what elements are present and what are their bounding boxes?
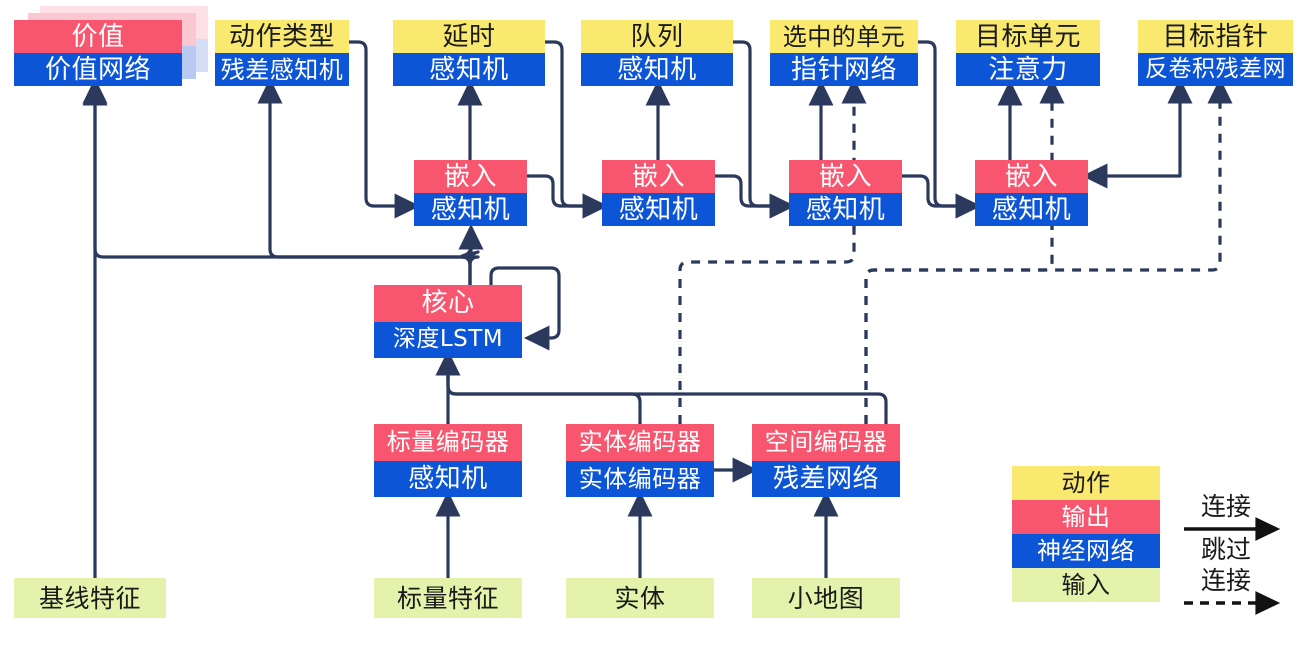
node-entity_enc[interactable]: 实体编码器实体编码器 (566, 424, 714, 497)
node-queued-top-label: 队列 (581, 20, 733, 53)
node-selected-bottom-label: 指针网络 (770, 53, 918, 86)
node-emb4-top-label: 嵌入 (975, 160, 1088, 193)
node-queued-bottom-label: 感知机 (581, 53, 733, 86)
node-target_unit[interactable]: 目标单元注意力 (956, 20, 1100, 86)
legend-network: 神经网络 (1012, 534, 1160, 568)
node-emb2-bottom-label: 感知机 (602, 193, 715, 226)
node-entity_enc-top-label: 实体编码器 (566, 424, 714, 461)
node-emb2-top-label: 嵌入 (602, 160, 715, 193)
node-target_unit-top-label: 目标单元 (956, 20, 1100, 53)
skip-spatial-to-target-pointer (864, 96, 1222, 424)
wire-emb2-to-emb3 (715, 174, 796, 219)
node-target_point-bottom-label: 反卷积残差网 (1138, 53, 1293, 86)
node-emb1-bottom-label: 感知机 (414, 193, 527, 226)
node-scalar_enc-top-label: 标量编码器 (374, 424, 522, 461)
skip-spatial-to-target-unit (864, 96, 1054, 424)
node-selected[interactable]: 选中的单元指针网络 (770, 20, 918, 86)
node-emb1[interactable]: 嵌入感知机 (414, 160, 527, 226)
legend-input: 输入 (1012, 568, 1160, 602)
wire-core-elbow-stub (461, 240, 480, 285)
legend-connection-label: 连接 (1200, 492, 1251, 521)
node-spatial_enc-bottom-label: 残差网络 (752, 460, 900, 497)
node-target_point[interactable]: 目标指针反卷积残差网 (1138, 20, 1293, 86)
node-value[interactable]: 价值价值网络 (14, 20, 182, 86)
legend-action: 动作 (1012, 466, 1160, 500)
node-emb3-bottom-label: 感知机 (789, 193, 902, 226)
wire-core-elbow-stub2 (460, 236, 480, 263)
node-action_type-bottom-label: 残差感知机 (215, 53, 349, 86)
node-value-bottom-label: 价值网络 (14, 53, 182, 86)
node-scalar_enc-bottom-label: 感知机 (374, 460, 522, 497)
node-emb3[interactable]: 嵌入感知机 (789, 160, 902, 226)
wire-emb1-to-emb2 (527, 174, 609, 219)
input-node-minimap[interactable]: 小地图 (752, 578, 900, 618)
node-action_type-top-label: 动作类型 (215, 20, 349, 53)
wire-emb3-to-emb4 (902, 174, 982, 219)
node-core-top-label: 核心 (374, 285, 522, 322)
legend-skip-label-line2: 连接 (1200, 566, 1251, 595)
node-entity_enc-bottom-label: 实体编码器 (566, 460, 714, 497)
input-node-baseline_features[interactable]: 基线特征 (14, 578, 166, 618)
node-selected-top-label: 选中的单元 (770, 20, 918, 53)
input-node-baseline_features-label: 基线特征 (14, 578, 166, 618)
node-emb4-bottom-label: 感知机 (975, 193, 1088, 226)
legend-output: 输出 (1012, 500, 1160, 534)
wire-spatial-enc-to-core-bus (446, 366, 888, 424)
node-emb3-top-label: 嵌入 (789, 160, 902, 193)
legend-color-key: 动作输出神经网络输入 (1012, 466, 1160, 602)
node-spatial_enc[interactable]: 空间编码器残差网络 (752, 424, 900, 497)
input-node-entities[interactable]: 实体 (566, 578, 714, 618)
node-core-bottom-label: 深度LSTM (374, 321, 522, 358)
skip-entity-to-selected (678, 96, 856, 424)
node-action_type[interactable]: 动作类型残差感知机 (215, 20, 349, 86)
node-queued[interactable]: 队列感知机 (581, 20, 733, 86)
input-node-minimap-label: 小地图 (752, 578, 900, 618)
wire-entity-enc-to-core-bus (446, 366, 642, 424)
node-emb1-top-label: 嵌入 (414, 160, 527, 193)
node-scalar_enc[interactable]: 标量编码器感知机 (374, 424, 522, 497)
node-spatial_enc-top-label: 空间编码器 (752, 424, 900, 461)
node-delay-top-label: 延时 (393, 20, 545, 53)
node-emb4[interactable]: 嵌入感知机 (975, 160, 1088, 226)
input-node-entities-label: 实体 (566, 578, 714, 618)
legend-skip-label-line1: 跳过 (1200, 535, 1251, 564)
node-target_point-top-label: 目标指针 (1138, 20, 1293, 53)
node-delay-bottom-label: 感知机 (393, 53, 545, 86)
node-target_unit-bottom-label: 注意力 (956, 53, 1100, 86)
wire-emb4-feeds-target-pointer (1081, 92, 1182, 189)
node-emb2[interactable]: 嵌入感知机 (602, 160, 715, 226)
input-node-scalar_features-label: 标量特征 (374, 578, 522, 618)
node-value-top-label: 价值 (14, 20, 182, 53)
node-core[interactable]: 核心深度LSTM (374, 285, 522, 358)
node-delay[interactable]: 延时感知机 (393, 20, 545, 86)
input-node-scalar_features[interactable]: 标量特征 (374, 578, 522, 618)
